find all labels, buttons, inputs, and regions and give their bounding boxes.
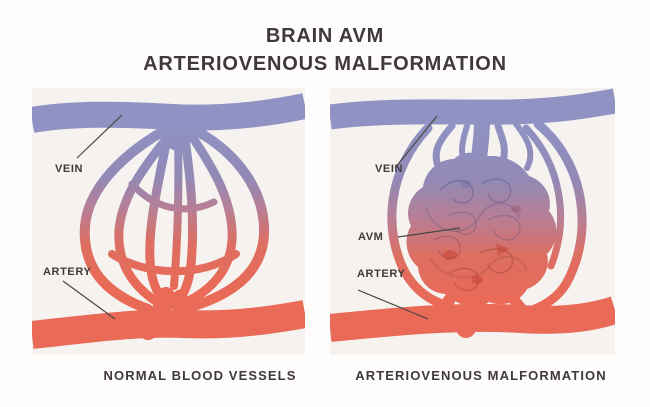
caption-normal-vessels: NORMAL BLOOD VESSELS bbox=[103, 368, 297, 383]
label-artery: ARTERY bbox=[43, 266, 92, 278]
leader-line-artery bbox=[357, 289, 429, 320]
title-block: BRAIN AVM ARTERIOVENOUS MALFORMATION bbox=[0, 22, 650, 78]
label-avm: AVM bbox=[358, 231, 384, 243]
panel-normal-vessels: VEIN ARTERY bbox=[32, 88, 305, 355]
leader-line-vein bbox=[76, 114, 123, 159]
page-subtitle: ARTERIOVENOUS MALFORMATION bbox=[143, 53, 507, 75]
panel-avm: VEIN AVM ARTERY bbox=[330, 88, 615, 355]
avm-nidus bbox=[406, 152, 557, 307]
artery-band bbox=[32, 300, 305, 349]
avm-illustration bbox=[330, 88, 615, 342]
vein-band bbox=[32, 93, 305, 133]
page-title: BRAIN AVM bbox=[265, 25, 385, 47]
caption-avm: ARTERIOVENOUS MALFORMATION bbox=[355, 368, 607, 383]
vein-band bbox=[330, 88, 615, 130]
leader-line-vein bbox=[394, 115, 438, 169]
label-artery: ARTERY bbox=[357, 268, 406, 280]
leader-line-artery bbox=[62, 280, 116, 320]
nidus-blotches bbox=[443, 180, 521, 284]
capillary-network bbox=[79, 109, 270, 340]
normal-vessels-illustration bbox=[32, 93, 305, 349]
artery-band bbox=[330, 296, 615, 342]
leader-line-avm bbox=[397, 227, 461, 238]
label-vein: VEIN bbox=[375, 163, 404, 175]
label-vein: VEIN bbox=[55, 163, 84, 175]
